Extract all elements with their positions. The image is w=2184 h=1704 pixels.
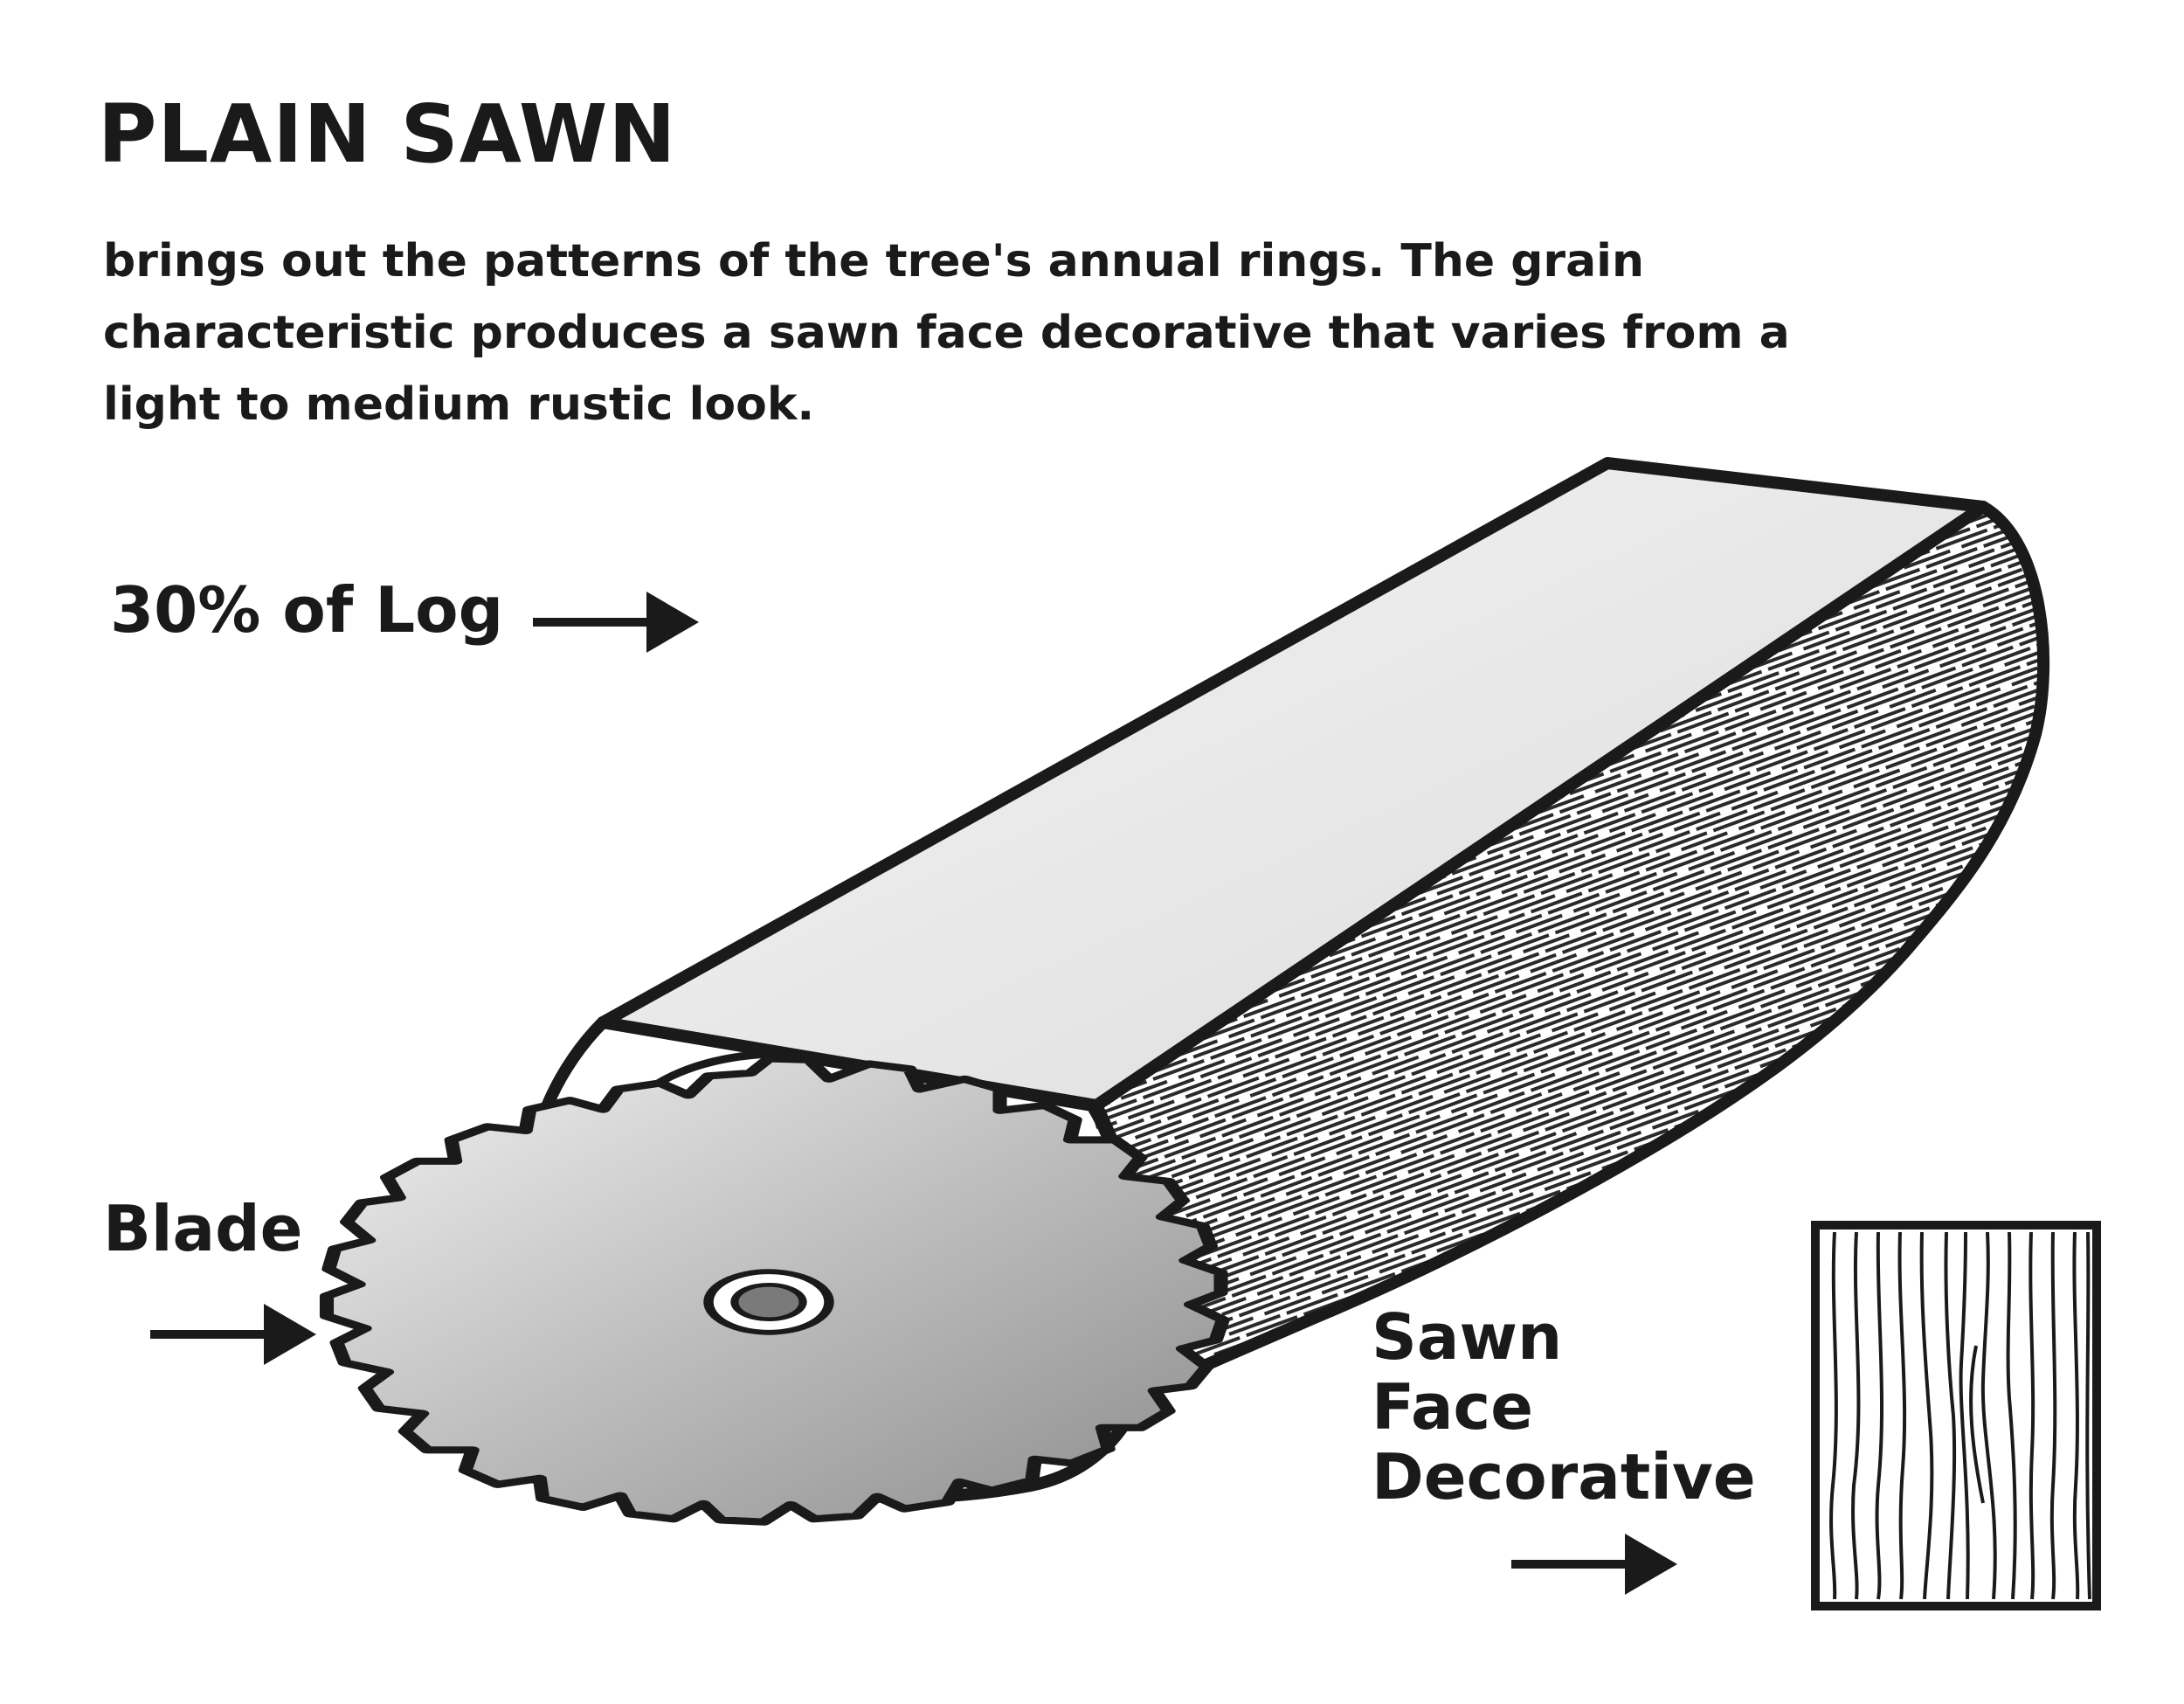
- description-text: brings out the patterns of the tree's an…: [103, 235, 1790, 431]
- sawn-face-label: Sawn Face Decorative: [1372, 1302, 1826, 1512]
- arrow-right-icon: [533, 592, 699, 653]
- arrow-right-icon: [150, 1304, 316, 1365]
- sawn-top-face: [597, 457, 1989, 1129]
- blade-label: Blade: [103, 1192, 303, 1265]
- sawn-face-label-line1: Sawn: [1372, 1300, 1563, 1374]
- sawn-face-label-line3: Decorative: [1372, 1440, 1756, 1514]
- saw-blade-icon: [319, 1055, 1230, 1526]
- sawn-face-label-line2: Face: [1372, 1370, 1534, 1444]
- page-title: PLAIN SAWN: [98, 87, 677, 181]
- log-percent-label: 30% of Log: [110, 573, 504, 647]
- wood-grain-swatch: [1811, 1221, 2101, 1610]
- arrow-right-icon: [1511, 1534, 1677, 1595]
